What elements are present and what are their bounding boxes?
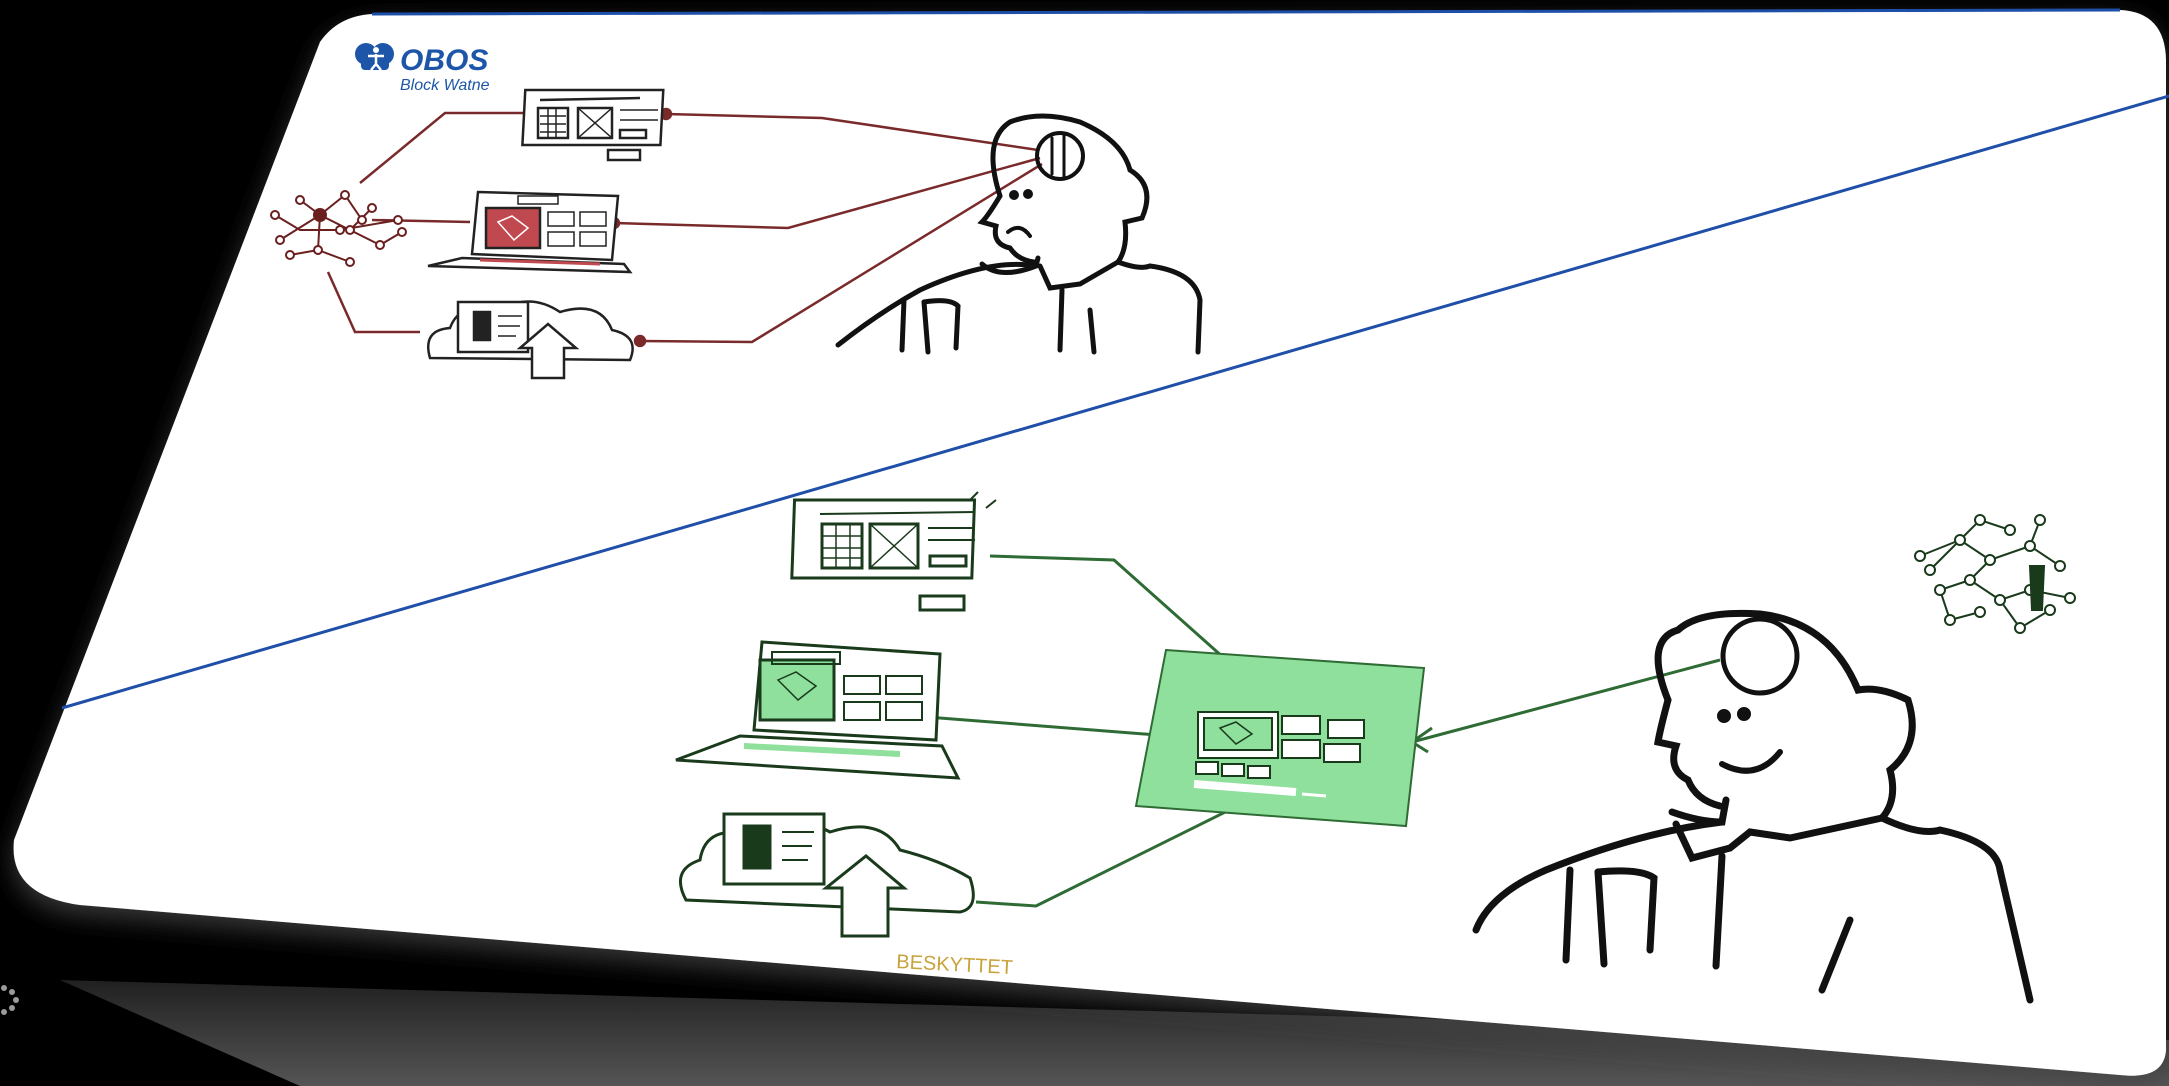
person-happy-icon [1472, 609, 2034, 1004]
slide-top-border [371, 8, 2121, 16]
network-icon [270, 190, 407, 267]
cloud-upload-icon [427, 300, 634, 380]
brand-subtitle: Block Watne [400, 77, 490, 94]
slide-surface [13, 10, 2166, 1076]
before-scene [270, 88, 1203, 380]
wireframe-document-icon [521, 88, 665, 162]
network-icon [1914, 514, 2076, 634]
floor-reflection [60, 980, 2169, 1086]
wireframe-document-icon [790, 491, 997, 612]
laptop-dashboard-icon [675, 640, 961, 780]
before-connectors [326, 107, 1043, 348]
after-scene: BESKYTTET [675, 491, 2076, 1004]
brand-name: OBOS [400, 44, 488, 77]
classification-label: BESKYTTET [896, 951, 1014, 979]
obos-person-icon [355, 43, 394, 71]
cloud-upload-icon [678, 812, 975, 938]
laptop-dashboard-icon [427, 190, 633, 274]
divider-line [61, 94, 2169, 710]
brand-logo: OBOS Block Watne [355, 43, 490, 94]
slide [13, 8, 2166, 1076]
person-confused-icon [835, 113, 1203, 355]
integrated-dashboard-icon [1134, 648, 1426, 828]
loading-spinner-icon [1, 985, 19, 1015]
